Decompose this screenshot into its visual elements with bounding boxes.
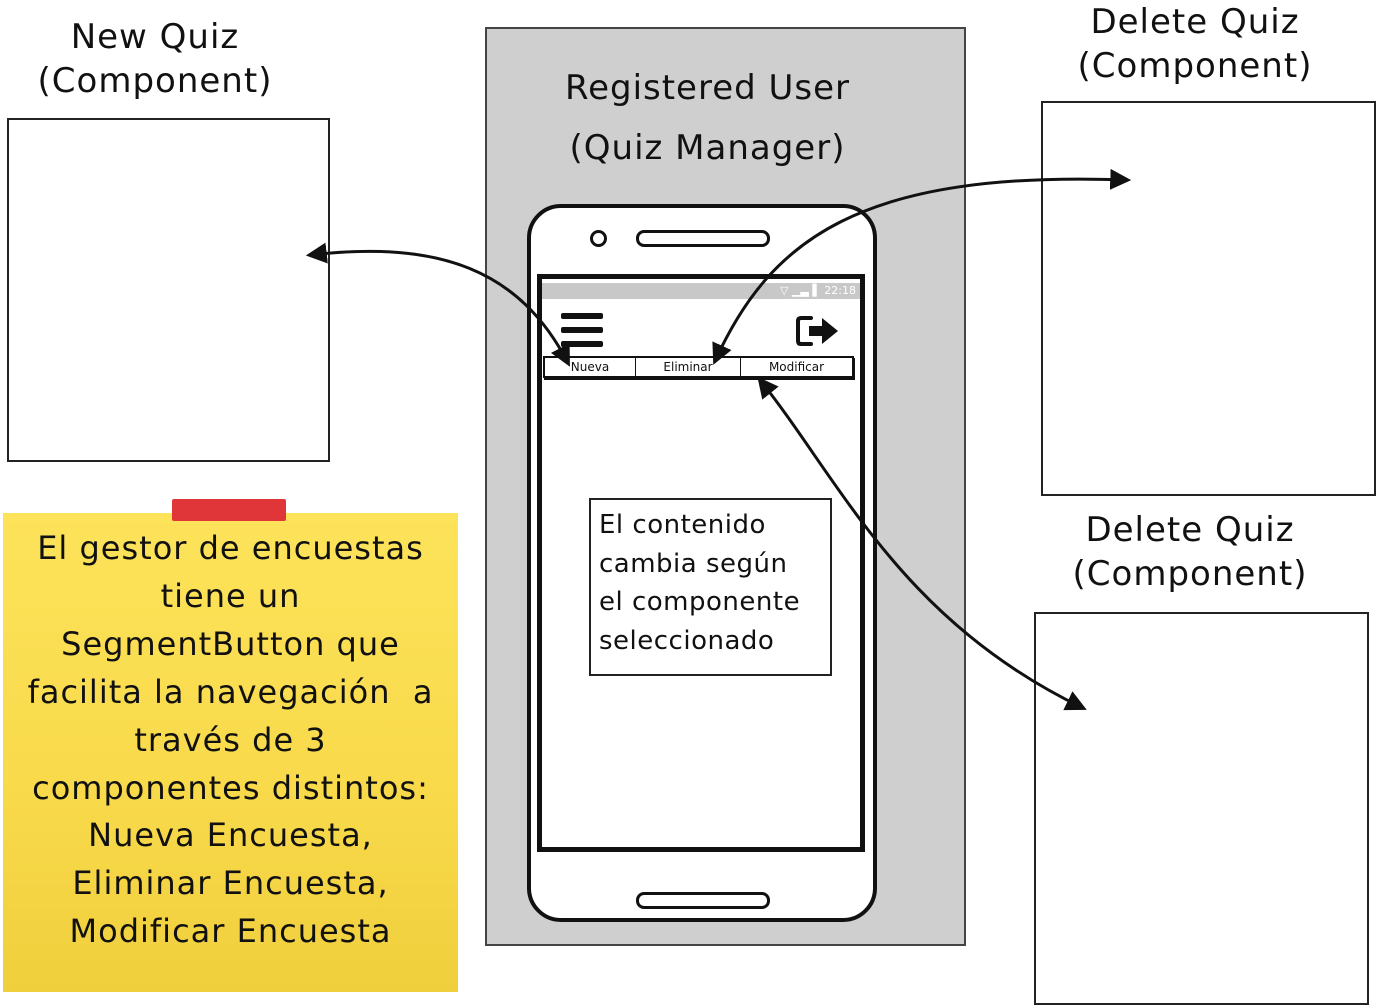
registered-user-title: Registered User (Quiz Manager) xyxy=(520,58,895,178)
sticky-note-line: Modificar Encuesta xyxy=(69,912,392,951)
phone-speaker xyxy=(636,230,770,247)
sticky-note-line: Eliminar Encuesta, xyxy=(72,864,389,903)
segment-eliminar[interactable]: Eliminar xyxy=(636,358,741,376)
hamburger-menu-icon[interactable] xyxy=(561,313,603,347)
sticky-note-line: El gestor de encuestas xyxy=(37,529,424,567)
registered-user-title-line1: Registered User xyxy=(564,68,851,108)
delete-quiz-top-title-line1: Delete Quiz xyxy=(1090,2,1300,42)
segment-button: Nueva Eliminar Modificar xyxy=(543,356,854,378)
delete-quiz-bottom-title: Delete Quiz (Component) xyxy=(1050,508,1330,596)
content-note-line: cambia según xyxy=(599,548,788,579)
content-note-line: El contenido xyxy=(599,510,766,540)
delete-quiz-bottom-title-line2: (Component) xyxy=(1072,554,1308,594)
status-bar: ▽ ▁▃ ▌ 22:18 xyxy=(542,283,860,299)
delete-quiz-top-title: Delete Quiz (Component) xyxy=(1055,0,1335,88)
sticky-note-line: Nueva Encuesta, xyxy=(88,816,373,855)
phone-camera xyxy=(590,230,607,247)
content-note-line: seleccionado xyxy=(599,625,775,656)
sticky-note-line: tiene un xyxy=(160,576,301,615)
content-note-line: el componente xyxy=(599,587,801,617)
wifi-icon: ▽ xyxy=(779,284,789,297)
segment-modificar[interactable]: Modificar xyxy=(768,360,825,374)
sticky-note-tape xyxy=(172,499,286,521)
new-quiz-title-line2: (Component) xyxy=(37,61,273,101)
status-time: 22:18 xyxy=(824,284,856,297)
new-quiz-title-line1: New Quiz xyxy=(70,17,240,57)
delete-quiz-top-component-box xyxy=(1041,101,1376,496)
delete-quiz-top-title-line2: (Component) xyxy=(1077,46,1313,86)
content-note: El contenido cambia según el componente … xyxy=(589,498,832,676)
phone-home-bar xyxy=(636,892,770,909)
logout-icon[interactable] xyxy=(795,312,841,350)
sticky-note-line: facilita la navegación a xyxy=(27,672,434,711)
signal-icon: ▁▃ xyxy=(791,284,809,297)
sticky-note-line: través de 3 xyxy=(134,720,327,759)
segment-nueva[interactable]: Nueva xyxy=(545,358,636,376)
delete-quiz-bottom-component-box xyxy=(1034,612,1369,1005)
sticky-note-line: SegmentButton que xyxy=(61,624,400,663)
new-quiz-component-box xyxy=(7,118,330,462)
registered-user-title-line2: (Quiz Manager) xyxy=(569,128,846,168)
new-quiz-title: New Quiz (Component) xyxy=(20,15,290,103)
delete-quiz-bottom-title-line1: Delete Quiz xyxy=(1085,510,1295,550)
sticky-note-line: componentes distintos: xyxy=(32,768,429,807)
sticky-note: El gestor de encuestas tiene un SegmentB… xyxy=(3,513,458,992)
battery-icon: ▌ xyxy=(812,284,821,297)
